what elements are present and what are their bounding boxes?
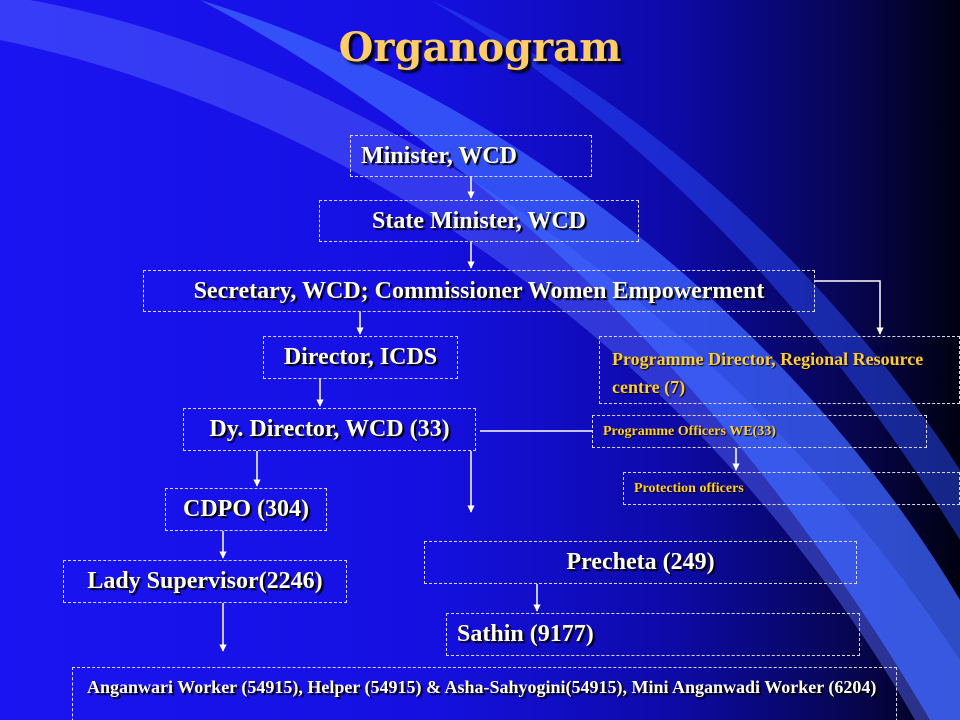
node-anganwari: Anganwari Worker (54915), Helper (54915)… xyxy=(72,667,897,720)
node-minister: Minister, WCD xyxy=(350,135,592,177)
node-state-minister: State Minister, WCD xyxy=(319,200,639,242)
node-precheta: Precheta (249) xyxy=(424,541,857,584)
node-dy-director: Dy. Director, WCD (33) xyxy=(183,408,476,451)
page-title: Organogram xyxy=(338,24,622,71)
node-programme-officers: Programme Officers WE(33) xyxy=(592,415,927,448)
node-programme-director: Programme Director, Regional Resource ce… xyxy=(599,336,960,404)
node-secretary: Secretary, WCD; Commissioner Women Empow… xyxy=(143,270,815,312)
node-protection-officers: Protection officers xyxy=(623,472,960,505)
node-lady-supervisor: Lady Supervisor(2246) xyxy=(63,560,347,603)
node-cdpo: CDPO (304) xyxy=(165,488,327,531)
node-director-icds: Director, ICDS xyxy=(263,336,458,379)
node-sathin: Sathin (9177) xyxy=(446,613,860,656)
connector-secretary-programme xyxy=(815,280,884,335)
